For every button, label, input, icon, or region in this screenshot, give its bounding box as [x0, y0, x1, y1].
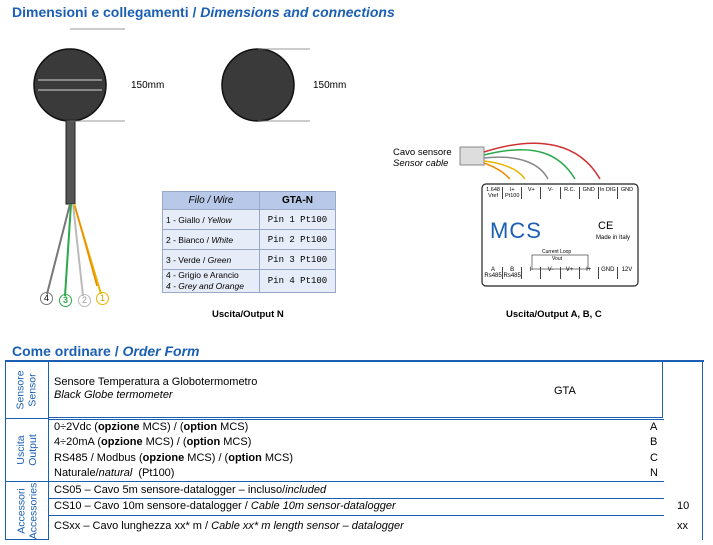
- terminal: 12V: [621, 267, 633, 273]
- code-b: B: [650, 436, 658, 448]
- diagram-svg: [33, 28, 639, 297]
- accessory-row-csxx: CSxx – Cavo lunghezza xx* m / Cable xx* …: [54, 520, 404, 532]
- code-gta: GTA: [554, 385, 576, 397]
- output-row-b: 4÷20mA (opzione MCS) / (option MCS): [54, 436, 252, 448]
- wire-table-header: Filo / Wire GTA-N: [162, 191, 336, 210]
- output-row-a: 0÷2Vdc (opzione MCS) / (option MCS): [54, 421, 249, 433]
- vout-label: Vout: [552, 256, 563, 262]
- terminal: I-: [522, 267, 542, 279]
- terminal: GND: [599, 267, 618, 279]
- terminal: I+: [580, 267, 599, 279]
- title-it: Dimensioni e collegamenti: [12, 4, 189, 20]
- group-accessories: Accessori Accessories: [5, 482, 49, 540]
- group-output: Uscita Output: [5, 419, 49, 482]
- caption-output-n: Uscita/Output N: [212, 309, 284, 320]
- terminal: V+: [561, 267, 580, 279]
- divider: [48, 481, 664, 482]
- header-wire: Filo / Wire: [162, 191, 260, 210]
- terminal: B Rs485: [503, 267, 523, 279]
- terminal: V-: [541, 187, 561, 199]
- section-title-order: Come ordinare / Order Form: [12, 343, 200, 359]
- table-row: 2 - Bianco / White Pin 2 Pt100: [162, 229, 336, 250]
- title-en: Order Form: [122, 343, 200, 359]
- globe-sensor-n: [33, 28, 125, 297]
- title-en: Dimensions and connections: [200, 4, 395, 20]
- accessory-row-cs05: CS05 – Cavo 5m sensore-datalogger – incl…: [54, 484, 327, 496]
- code-c: C: [650, 452, 658, 464]
- mcs-bottom-terminals: A Rs485 B Rs485 I- V- V+ I+ GND 12V: [484, 267, 636, 279]
- terminal: I+ Pt100: [503, 187, 523, 199]
- dim-label-right: 150mm: [313, 80, 347, 91]
- terminal: In DIG: [599, 187, 618, 199]
- table-row: 3 - Verde / Green Pin 3 Pt100: [162, 249, 336, 270]
- divider: [48, 515, 664, 516]
- sensor-row: Sensore Temperatura a Globotermometro Bl…: [54, 376, 257, 402]
- group-sensor: Sensore Sensor: [5, 362, 49, 419]
- mcs-top-terminals: 1.648 Vref I+ Pt100 V+ V- R.C. GND In DI…: [484, 187, 636, 199]
- title-it: Come ordinare: [12, 343, 111, 359]
- terminal: GND: [580, 187, 599, 199]
- code-a: A: [650, 421, 658, 433]
- wire-number-1: 1: [96, 292, 109, 305]
- sensor-cable-label: Cavo sensore Sensor cable: [393, 147, 452, 169]
- mcs-box: [481, 183, 639, 287]
- sensor-it: Sensore Temperatura a Globotermometro: [54, 376, 258, 388]
- sensor-en: Black Globe termometer: [54, 389, 173, 401]
- section-title-dimensions: Dimensioni e collegamenti / Dimensions a…: [12, 4, 395, 20]
- terminal: A Rs485: [484, 267, 504, 279]
- wire-number-2: 2: [78, 294, 91, 307]
- table-row: 1 - Giallo / Yellow Pin 1 Pt100: [162, 209, 336, 230]
- sensor-cable-lines: [459, 142, 601, 180]
- code-n: N: [650, 467, 658, 479]
- output-row-c: RS485 / Modbus (opzione MCS) / (option M…: [54, 452, 293, 464]
- globe-sensor-abc: [221, 48, 310, 122]
- accessory-row-cs10: CS10 – Cavo 10m sensore-datalogger / Cab…: [54, 500, 396, 512]
- wire-number-4: 4: [40, 292, 53, 305]
- divider: [48, 419, 664, 420]
- terminal: GND: [620, 187, 634, 193]
- ce-mark: CE: [598, 220, 614, 232]
- order-form: [5, 360, 704, 542]
- terminal: V-: [541, 267, 561, 279]
- made-in-italy: Made in Italy: [596, 235, 631, 241]
- header-model: GTA-N: [259, 191, 336, 210]
- dim-label-left: 150mm: [131, 80, 165, 91]
- wire-table: Filo / Wire GTA-N 1 - Giallo / Yellow Pi…: [162, 191, 336, 293]
- code-xx: xx: [677, 520, 688, 532]
- caption-output-abc: Uscita/Output A, B, C: [506, 309, 602, 320]
- terminal: R.C.: [561, 187, 580, 199]
- title-sep: /: [192, 4, 197, 20]
- title-sep: /: [114, 343, 119, 359]
- output-row-n: Naturale/natural (Pt100): [54, 467, 175, 479]
- terminal: V+: [522, 187, 542, 199]
- sensor-box: [48, 362, 663, 418]
- terminal: 1.648 Vref: [484, 187, 504, 199]
- wire-number-3: 3: [59, 294, 72, 307]
- divider: [48, 498, 664, 499]
- loop-label: Current Loop: [542, 249, 572, 255]
- mcs-logo: MCS: [490, 218, 542, 243]
- code-10: 10: [677, 500, 690, 512]
